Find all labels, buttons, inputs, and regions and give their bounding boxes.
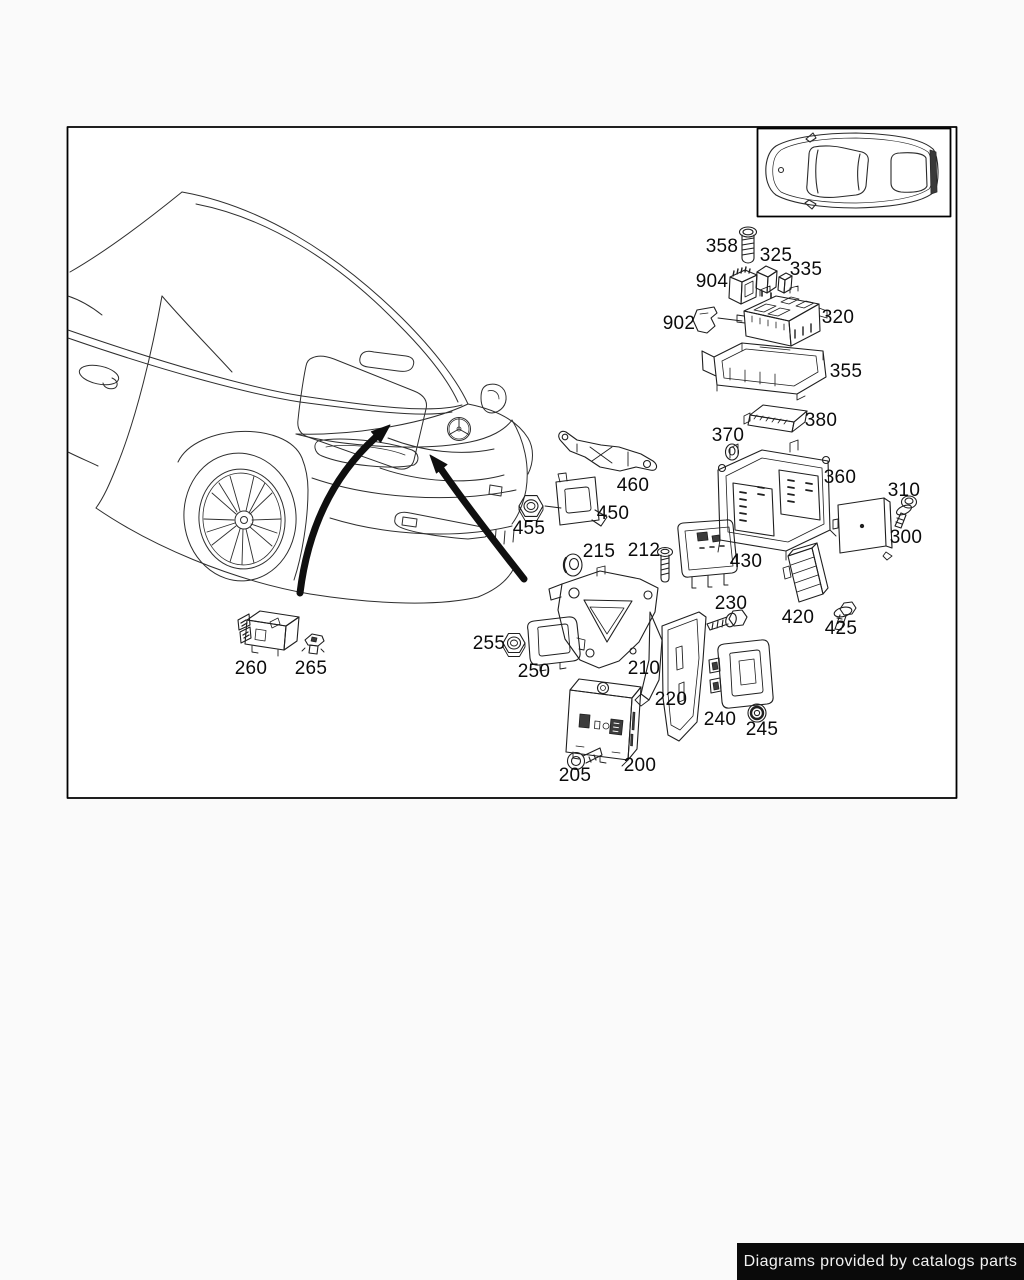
part-label-370[interactable]: 370 [711, 425, 745, 446]
mercedes-star-icon [448, 418, 471, 441]
part-245-nut [748, 704, 766, 722]
part-250-sensor [528, 617, 585, 671]
part-310-bolt [895, 496, 917, 528]
watermark-text: Diagrams provided by catalogs parts [743, 1252, 1018, 1270]
part-450-module [545, 473, 607, 526]
part-420-module [783, 543, 828, 602]
part-335-relay [778, 273, 792, 293]
part-430-control-module [678, 520, 737, 588]
part-label-230[interactable]: 230 [714, 593, 748, 614]
part-240-module [709, 640, 773, 708]
part-300-plate-module [833, 498, 892, 560]
arrow-right-icon [430, 455, 524, 579]
part-455-nut [519, 496, 543, 521]
part-label-358[interactable]: 358 [705, 236, 739, 257]
part-label-455[interactable]: 455 [512, 518, 546, 539]
part-215-grommet [564, 554, 582, 576]
part-label-450[interactable]: 450 [596, 503, 630, 524]
part-label-215[interactable]: 215 [582, 541, 616, 562]
part-230-bolt [707, 610, 747, 630]
part-label-460[interactable]: 460 [616, 475, 650, 496]
part-label-360[interactable]: 360 [823, 467, 857, 488]
part-255-nut [503, 634, 525, 657]
part-label-310[interactable]: 310 [887, 480, 921, 501]
part-260-module [238, 611, 299, 656]
part-212-screw [658, 548, 673, 583]
part-label-220[interactable]: 220 [654, 689, 688, 710]
car-illustration [68, 192, 533, 603]
part-380-module [744, 405, 807, 432]
part-label-425[interactable]: 425 [824, 618, 858, 639]
part-label-255[interactable]: 255 [472, 633, 506, 654]
arrow-left-icon [300, 425, 390, 593]
part-label-245[interactable]: 245 [745, 719, 779, 740]
part-355-bracket-tray [702, 343, 826, 400]
part-label-325[interactable]: 325 [759, 245, 793, 266]
part-label-300[interactable]: 300 [889, 527, 923, 548]
part-320-fuse-box [737, 286, 827, 346]
part-200-control-unit [566, 679, 641, 766]
part-210-bracket [549, 566, 662, 706]
part-220-panel [662, 612, 706, 741]
part-label-430[interactable]: 430 [729, 551, 763, 572]
part-265-clip [302, 634, 324, 654]
part-label-420[interactable]: 420 [781, 607, 815, 628]
part-325-relay [756, 266, 777, 298]
part-360-bracket-assembly [718, 440, 836, 560]
part-label-320[interactable]: 320 [821, 307, 855, 328]
diagram-frame [68, 127, 957, 798]
part-425-bolt [833, 602, 856, 630]
part-205-screw [568, 748, 603, 770]
part-label-240[interactable]: 240 [703, 709, 737, 730]
car-top-view-thumbnail [758, 129, 951, 217]
part-902-bracket [693, 307, 742, 333]
part-label-265[interactable]: 265 [294, 658, 328, 679]
parts-drawings [238, 227, 917, 770]
part-label-902[interactable]: 902 [662, 313, 696, 334]
part-label-205[interactable]: 205 [558, 765, 592, 786]
part-label-212[interactable]: 212 [627, 540, 661, 561]
trunk-pointer-arrows [300, 425, 524, 593]
part-label-335[interactable]: 335 [789, 259, 823, 280]
watermark-bar: Diagrams provided by catalogs parts [737, 1243, 1024, 1280]
part-460-bracket [559, 431, 657, 471]
part-label-355[interactable]: 355 [829, 361, 863, 382]
part-904-connector [729, 267, 757, 304]
part-358-screw [740, 227, 757, 263]
part-label-380[interactable]: 380 [804, 410, 838, 431]
part-label-200[interactable]: 200 [623, 755, 657, 776]
part-label-904[interactable]: 904 [695, 271, 729, 292]
part-label-260[interactable]: 260 [234, 658, 268, 679]
part-label-210[interactable]: 210 [627, 658, 661, 679]
part-label-250[interactable]: 250 [517, 661, 551, 682]
